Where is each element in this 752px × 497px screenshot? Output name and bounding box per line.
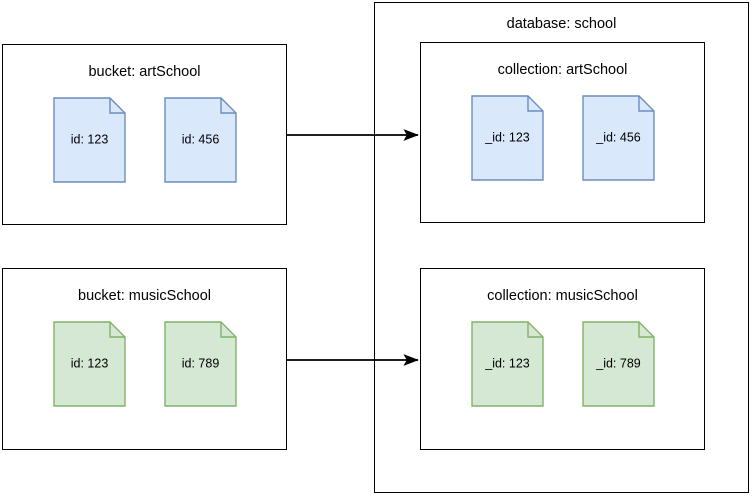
document-bucket-music-2[interactable]: id: 789 bbox=[164, 321, 237, 407]
bucket-musicschool-container[interactable]: bucket: musicSchool id: 123 id: 789 bbox=[2, 268, 287, 450]
document-bucket-art-2[interactable]: id: 456 bbox=[164, 97, 237, 183]
document-icon bbox=[164, 97, 237, 183]
document-icon bbox=[53, 321, 126, 407]
collection-musicschool-container[interactable]: collection: musicSchool _id: 123 _id: 78… bbox=[420, 268, 705, 450]
bucket-musicschool-title: bucket: musicSchool bbox=[78, 288, 211, 304]
document-collection-music-1[interactable]: _id: 123 bbox=[471, 321, 544, 407]
document-bucket-music-1[interactable]: id: 123 bbox=[53, 321, 126, 407]
document-icon bbox=[53, 97, 126, 183]
bucket-artschool-title: bucket: artSchool bbox=[88, 64, 201, 80]
document-icon bbox=[471, 321, 544, 407]
document-icon bbox=[164, 321, 237, 407]
collection-artschool-container[interactable]: collection: artSchool _id: 123 _id: 456 bbox=[420, 42, 705, 223]
database-title: database: school bbox=[506, 16, 617, 32]
document-icon bbox=[471, 95, 544, 181]
document-icon bbox=[582, 95, 655, 181]
document-bucket-art-1[interactable]: id: 123 bbox=[53, 97, 126, 183]
bucket-artschool-container[interactable]: bucket: artSchool id: 123 id: 456 bbox=[2, 44, 287, 225]
document-collection-art-2[interactable]: _id: 456 bbox=[582, 95, 655, 181]
collection-musicschool-title: collection: musicSchool bbox=[487, 288, 638, 304]
document-collection-music-2[interactable]: _id: 789 bbox=[582, 321, 655, 407]
collection-artschool-title: collection: artSchool bbox=[497, 62, 628, 78]
document-collection-art-1[interactable]: _id: 123 bbox=[471, 95, 544, 181]
document-icon bbox=[582, 321, 655, 407]
